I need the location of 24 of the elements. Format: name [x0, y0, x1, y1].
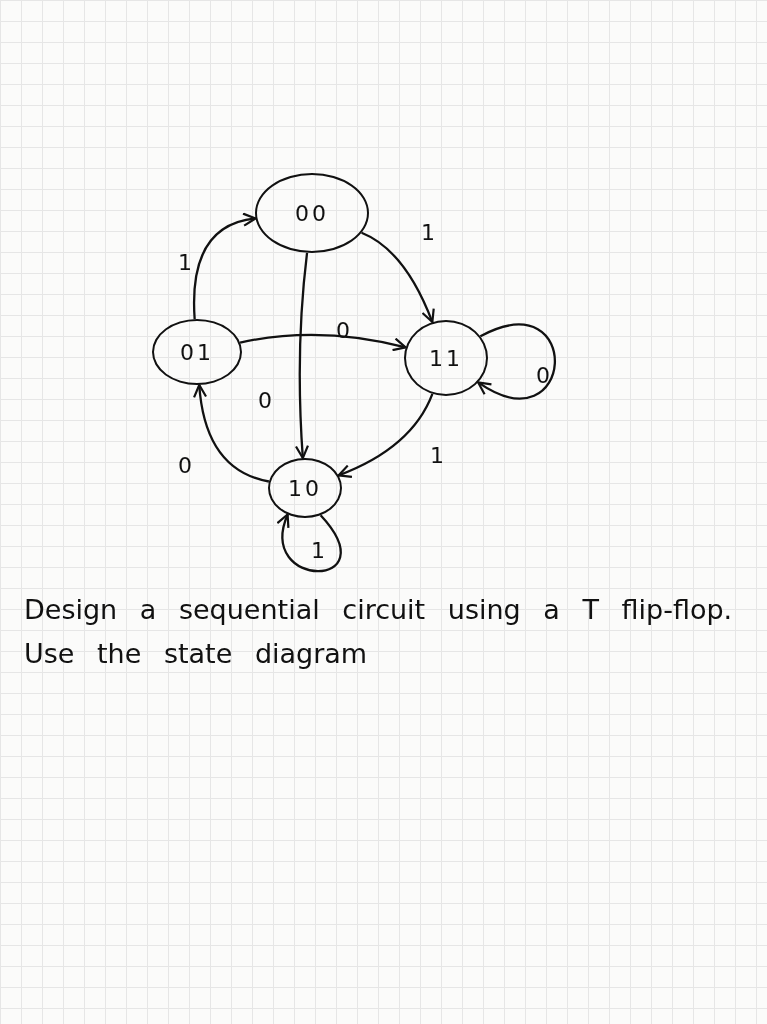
edge-label: 1 — [311, 537, 325, 563]
transition-arrow — [277, 513, 342, 573]
edge-label: 0 — [258, 387, 272, 413]
state-circle — [404, 320, 488, 396]
edge-label: 1 — [178, 249, 192, 275]
transition-arrow — [361, 231, 435, 324]
transition-arrow — [294, 252, 310, 460]
state-label: 10 — [288, 475, 322, 501]
state-circle — [152, 319, 242, 385]
transition-arrow — [192, 213, 257, 320]
edge-label: 0 — [536, 362, 550, 388]
transition-arrow — [477, 323, 556, 400]
state-circle — [268, 458, 342, 518]
transition-arrow — [239, 333, 407, 352]
state-label: 01 — [180, 339, 214, 365]
transition-arrow — [337, 393, 434, 478]
transition-arrow — [193, 383, 270, 483]
state-label: 00 — [295, 200, 329, 226]
edge-label: 1 — [430, 442, 444, 468]
edge-label: 0 — [178, 452, 192, 478]
state-circle — [255, 173, 369, 253]
state-label: 11 — [429, 345, 463, 371]
caption: Design a sequential circuit using a T flip-flop. Use the state diagram — [24, 593, 734, 671]
edge-label: 1 — [421, 219, 435, 245]
